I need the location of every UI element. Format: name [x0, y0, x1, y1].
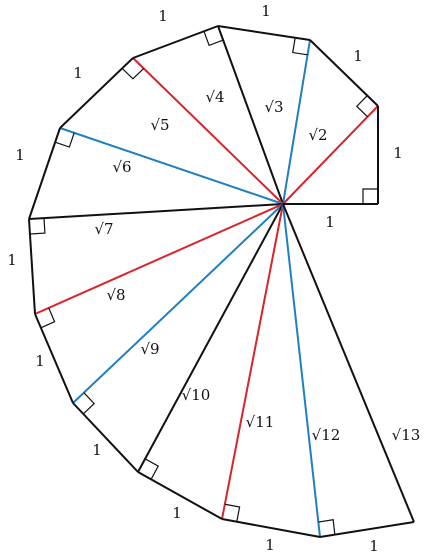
hypotenuse-label: √2: [308, 126, 327, 144]
hypotenuse-label: √8: [106, 286, 125, 304]
unit-leg-label: 1: [369, 537, 379, 555]
hypotenuse-label: √12: [312, 426, 341, 444]
unit-leg-line: [28, 218, 36, 315]
hypotenuse-line: [28, 203, 284, 220]
outer-leg-layer: [28, 25, 415, 538]
unit-leg-label: 1: [15, 146, 25, 164]
unit-leg-line: [217, 25, 311, 41]
unit-leg-line: [309, 39, 379, 107]
right-angle-marker: [224, 503, 241, 522]
hypotenuse-label: √6: [112, 158, 131, 176]
unit-leg-label: 1: [73, 64, 83, 82]
unit-leg-label: 1: [261, 2, 271, 20]
unit-leg-line: [59, 57, 134, 129]
hypotenuse-line: [72, 203, 284, 404]
unit-leg-label: 1: [158, 7, 168, 25]
unit-leg-label: 1: [35, 352, 45, 370]
unit-leg-line: [319, 521, 415, 538]
unit-leg-line: [132, 25, 219, 59]
right-angle-marker: [203, 31, 224, 47]
hypotenuse-line: [282, 203, 415, 523]
right-angle-marker: [121, 67, 145, 80]
right-angle-marker: [82, 392, 96, 415]
right-angle-marker: [362, 188, 378, 204]
right-angle-marker: [40, 307, 56, 329]
hypotenuse-line: [137, 203, 284, 473]
right-angle-marker: [355, 95, 368, 118]
hypotenuse-label: √10: [182, 386, 211, 404]
hypotenuse-line: [132, 57, 284, 205]
right-angle-marker: [318, 519, 336, 535]
unit-leg-label: 1: [353, 47, 363, 65]
hypotenuse-line: [282, 105, 379, 205]
hypotenuse-line: [282, 203, 321, 538]
hypotenuse-label: √3: [264, 98, 283, 116]
hypotenuse-label: √13: [392, 426, 421, 444]
hypotenuse-layer: [28, 25, 415, 538]
hypotenuse-line: [282, 39, 311, 205]
right-angle-marker: [292, 37, 308, 56]
unit-leg-label: 1: [393, 144, 403, 162]
hypotenuse-line: [34, 203, 284, 315]
hypotenuse-label: √11: [246, 413, 275, 431]
right-angle-marker: [29, 218, 46, 235]
hypotenuse-line: [221, 203, 284, 520]
unit-leg-label: 1: [265, 536, 275, 554]
hypotenuse-label: √7: [94, 220, 113, 238]
unit-leg-label: 1: [92, 441, 102, 459]
hypotenuse-label: √9: [140, 340, 159, 358]
unit-leg-line: [28, 127, 61, 220]
right-angle-marker: [54, 132, 75, 148]
hypotenuse-label: √5: [150, 116, 169, 134]
label-layer: √2 √3 √4 √5 √6 √7 √8 √9 √10 √11 √12 √13 1 1 1 1 1 1 1 1 1 1 1 1…: [7, 2, 420, 555]
hypotenuse-line: [217, 25, 284, 205]
unit-leg-label: 1: [325, 213, 335, 231]
unit-leg-label: 1: [172, 504, 182, 522]
unit-leg-line: [137, 471, 223, 520]
hypotenuse-label: √4: [205, 88, 224, 106]
right-angle-layer: [29, 31, 378, 535]
unit-leg-label: 1: [7, 251, 17, 269]
unit-leg-line: [72, 402, 139, 473]
right-angle-marker: [144, 458, 160, 480]
unit-leg-line: [221, 518, 321, 538]
hypotenuse-line: [59, 127, 284, 205]
unit-leg-line: [34, 313, 74, 404]
